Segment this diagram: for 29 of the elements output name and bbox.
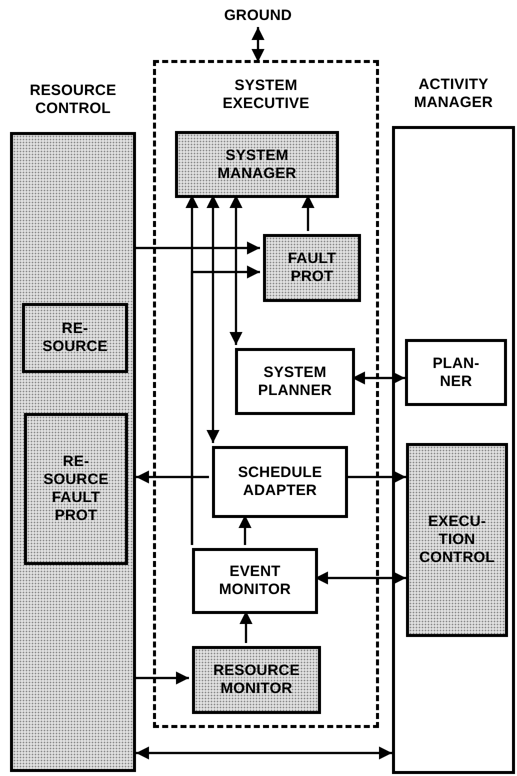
module-box: RE- SOURCE <box>22 303 128 373</box>
ground-label: GROUND <box>224 7 292 25</box>
arrow <box>352 372 405 384</box>
subsystem-group <box>153 60 379 728</box>
column-heading: ACTIVITY MANAGER <box>414 76 493 112</box>
arrow <box>136 470 209 484</box>
arrow <box>136 672 189 684</box>
module-box: PLAN- NER <box>405 339 507 406</box>
arrow <box>240 611 252 643</box>
module-box: SCHEDULE ADAPTER <box>212 446 348 518</box>
column-heading: RESOURCE CONTROL <box>30 82 116 118</box>
arrow <box>190 266 260 545</box>
module-box: EVENT MONITOR <box>192 548 318 614</box>
arrow <box>345 470 406 484</box>
module-box: RESOURCE MONITOR <box>192 646 321 714</box>
arrow <box>136 746 392 760</box>
arrow <box>206 195 220 443</box>
arrow <box>238 515 252 545</box>
arrow <box>252 27 264 62</box>
module-box: EXECU- TION CONTROL <box>406 443 508 637</box>
module-box: FAULT PROT <box>263 234 361 302</box>
arrow <box>230 195 242 345</box>
arrow <box>302 195 314 231</box>
module-box: SYSTEM PLANNER <box>235 348 355 415</box>
module-box: SYSTEM MANAGER <box>175 131 339 198</box>
arrow <box>315 572 406 584</box>
group-heading: SYSTEM EXECUTIVE <box>222 77 310 113</box>
arrow <box>136 242 260 254</box>
module-box: RE- SOURCE FAULT PROT <box>24 413 128 565</box>
